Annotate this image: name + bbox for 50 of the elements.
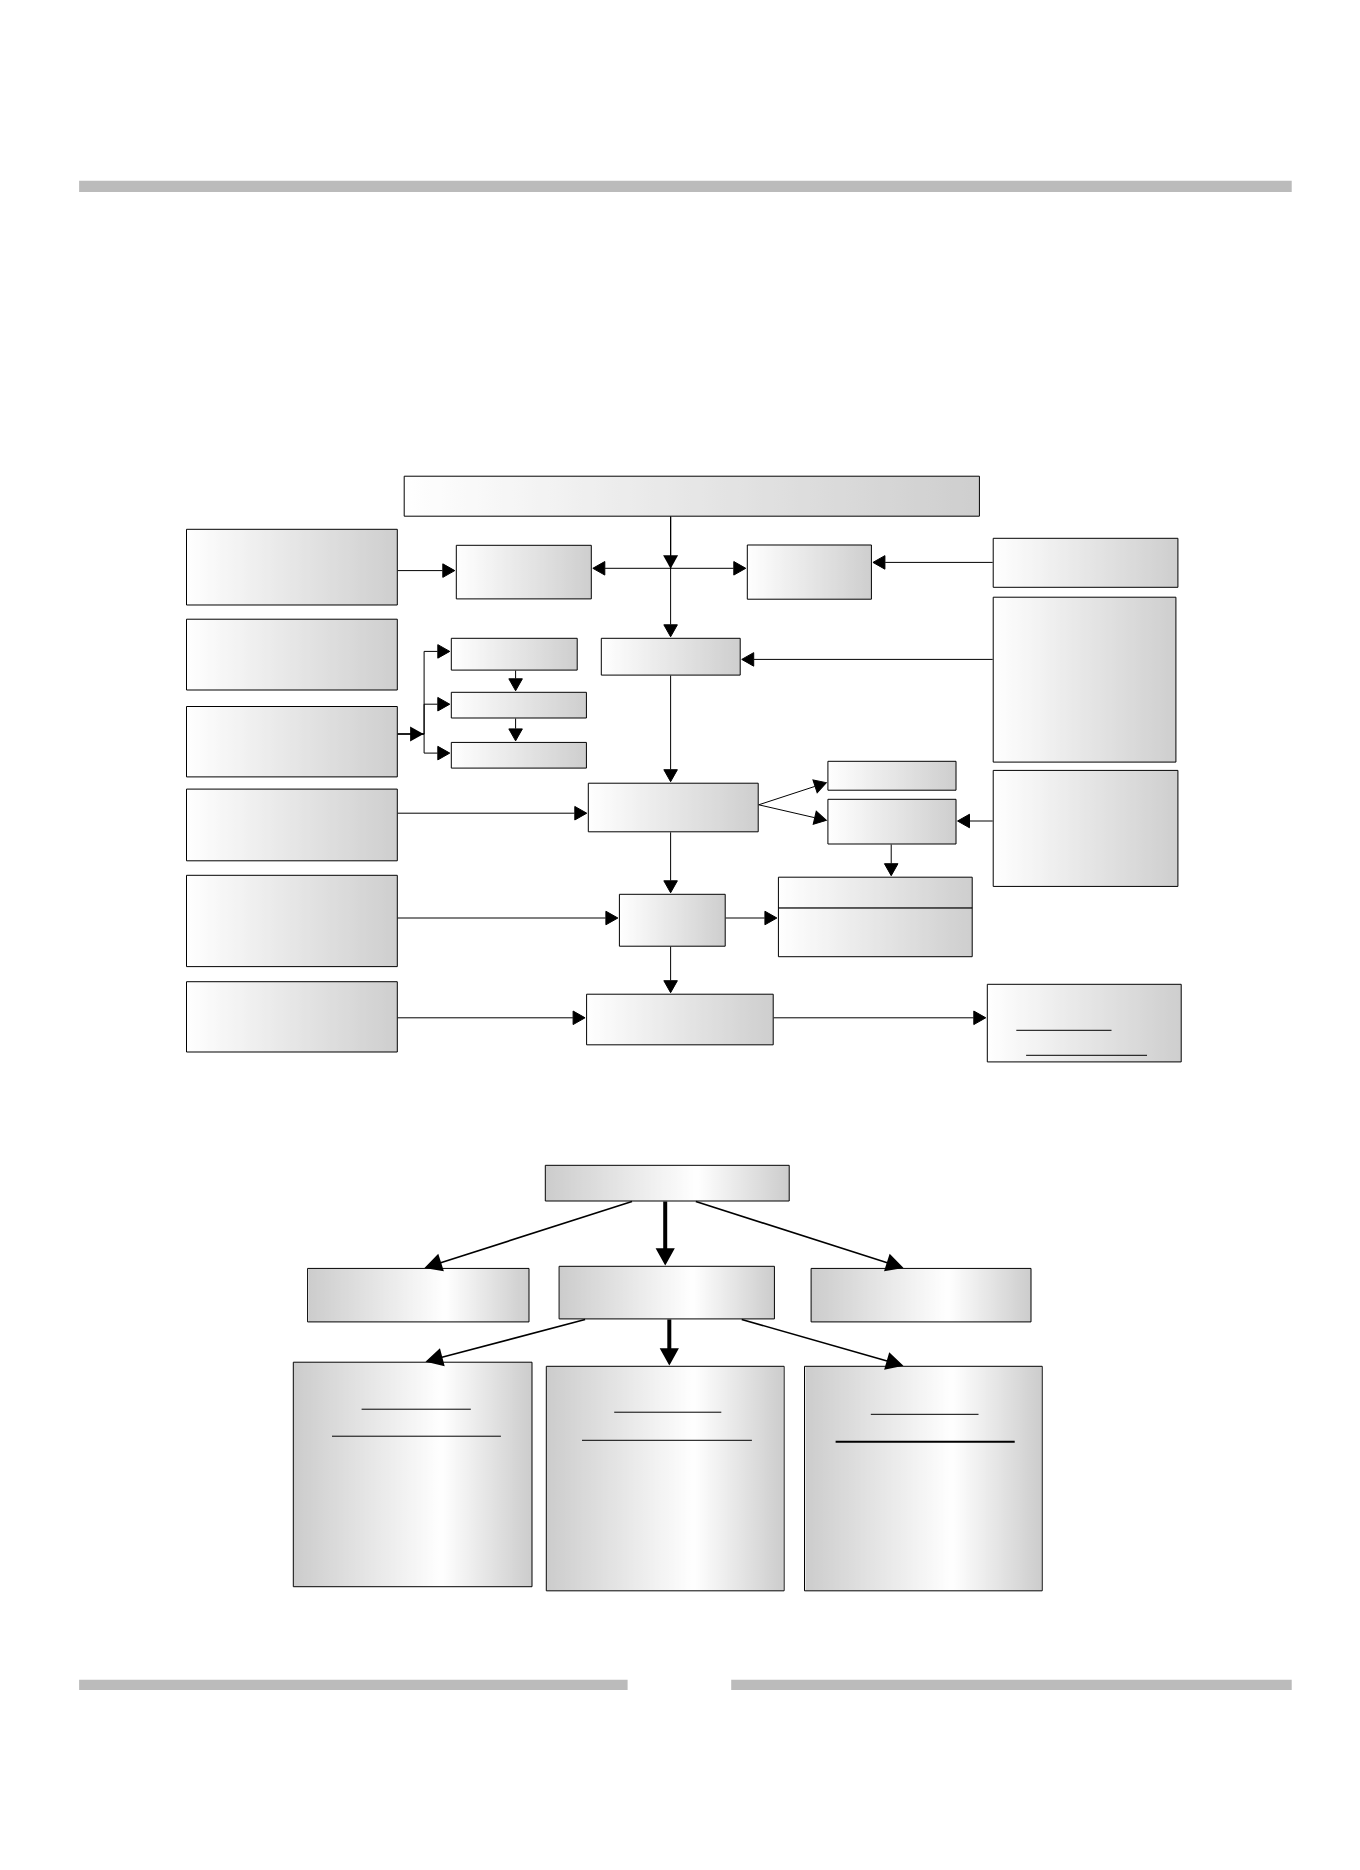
empty-box (186, 528, 398, 606)
empty-box (587, 782, 759, 833)
arrow (725, 910, 778, 926)
arrow (397, 910, 619, 926)
empty-box (600, 637, 741, 676)
empty-box (586, 993, 774, 1046)
arrow (957, 813, 994, 829)
empty-box (186, 981, 398, 1053)
empty-box (450, 637, 578, 671)
arrow (758, 804, 827, 825)
arrow (741, 652, 994, 667)
empty-box (827, 798, 957, 845)
empty-box (986, 983, 1182, 1063)
empty-box (746, 544, 872, 600)
empty-box (450, 741, 587, 769)
empty-box (992, 537, 1179, 588)
arrow (773, 1010, 987, 1026)
arrow (758, 779, 827, 806)
arrow (663, 946, 678, 994)
empty-box (292, 1361, 533, 1588)
empty-box (544, 1164, 790, 1202)
arrow (397, 563, 456, 578)
empty-box (545, 1365, 785, 1592)
empty-box (777, 907, 973, 958)
empty-box (186, 706, 398, 778)
empty-box (827, 760, 957, 791)
empty-box (455, 544, 592, 600)
empty-box (186, 788, 398, 862)
empty-box (558, 1265, 775, 1320)
arrow (663, 675, 678, 783)
arrow (397, 805, 588, 821)
empty-box (307, 1267, 530, 1323)
arrow (508, 718, 523, 742)
empty-box (403, 475, 980, 517)
arrow (397, 733, 451, 761)
empty-box (618, 893, 726, 947)
empty-box (777, 876, 973, 909)
empty-box (450, 691, 587, 719)
arrow (663, 516, 679, 638)
arrow (872, 555, 994, 570)
empty-box (186, 874, 398, 968)
arrow (397, 1010, 586, 1026)
empty-box (992, 596, 1177, 763)
empty-box (992, 769, 1179, 887)
arrow (883, 844, 899, 877)
empty-box (810, 1267, 1032, 1323)
empty-box (804, 1365, 1043, 1592)
arrow (663, 831, 678, 894)
empty-box (186, 618, 398, 691)
arrow (508, 670, 523, 692)
